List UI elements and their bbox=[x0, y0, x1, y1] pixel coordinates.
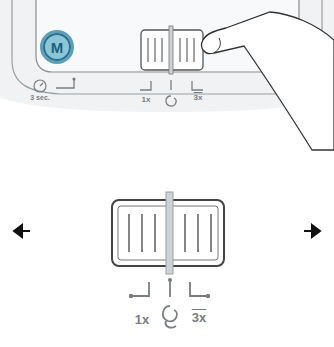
arrow-left bbox=[14, 225, 30, 237]
arrow-right bbox=[304, 225, 320, 237]
mode-label: 1x bbox=[135, 312, 149, 327]
button-letter: M bbox=[51, 39, 64, 56]
press-symbol bbox=[56, 80, 74, 88]
mode-label: 1x bbox=[142, 95, 151, 104]
timer-hand bbox=[40, 83, 43, 86]
timer-icon bbox=[34, 80, 46, 92]
press-dot bbox=[72, 77, 75, 80]
mode-label: 3x bbox=[194, 93, 203, 102]
timer-label: 3 sec. bbox=[30, 94, 49, 101]
slider-small-knob bbox=[169, 26, 173, 74]
fingernail bbox=[214, 38, 220, 53]
mode-label: 3x bbox=[192, 310, 206, 325]
slider-large-knob bbox=[166, 192, 173, 274]
symbol-dots bbox=[129, 278, 210, 298]
mode-symbols-small bbox=[140, 80, 203, 106]
mode-button: M bbox=[40, 30, 74, 64]
mode-symbols-large bbox=[131, 280, 208, 328]
hand bbox=[202, 12, 334, 150]
